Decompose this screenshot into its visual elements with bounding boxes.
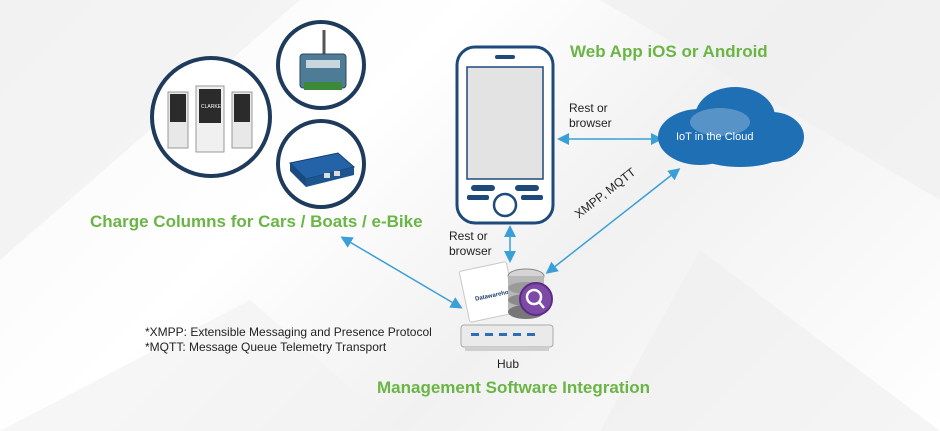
svg-text:CLARKE: CLARKE [201, 104, 222, 110]
iot-module-circle [276, 20, 366, 110]
server-stack-icon: Datawarehouse [458, 261, 553, 323]
webapp-title: Web App iOS or Android [570, 42, 768, 61]
rest-label-top-line2: browser [569, 116, 612, 130]
rest-label-mid-line1: Rest or [449, 229, 488, 243]
rest-label-top-line1: Rest or [569, 101, 608, 115]
management-title: Management Software Integration [377, 378, 650, 397]
hub-label: Hub [497, 357, 520, 371]
smartphone-icon [455, 45, 555, 225]
iot-module-icon [299, 30, 347, 90]
hub-icon [460, 324, 554, 351]
charge-columns-title: Charge Columns for Cars / Boats / e-Bike [90, 212, 423, 231]
arrow-cloud-hub [545, 168, 681, 274]
charge-columns-circle: CLARKE [150, 56, 272, 178]
charge-column-icon: CLARKE [167, 85, 253, 153]
footnote-xmpp: *XMPP: Extensible Messaging and Presence… [145, 325, 432, 339]
cloud-label: IoT in the Cloud [676, 131, 754, 143]
footnote-mqtt: *MQTT: Message Queue Telemetry Transport [145, 340, 387, 354]
cloud-icon [658, 87, 804, 167]
rest-label-top: Rest or browser [569, 101, 612, 131]
arrow-charge-hub [340, 236, 463, 309]
footnotes: *XMPP: Extensible Messaging and Presence… [145, 325, 432, 355]
rest-label-mid-line2: browser [449, 244, 492, 258]
router-icon [288, 152, 356, 187]
rest-label-mid: Rest or browser [449, 229, 492, 259]
router-circle [276, 119, 366, 209]
